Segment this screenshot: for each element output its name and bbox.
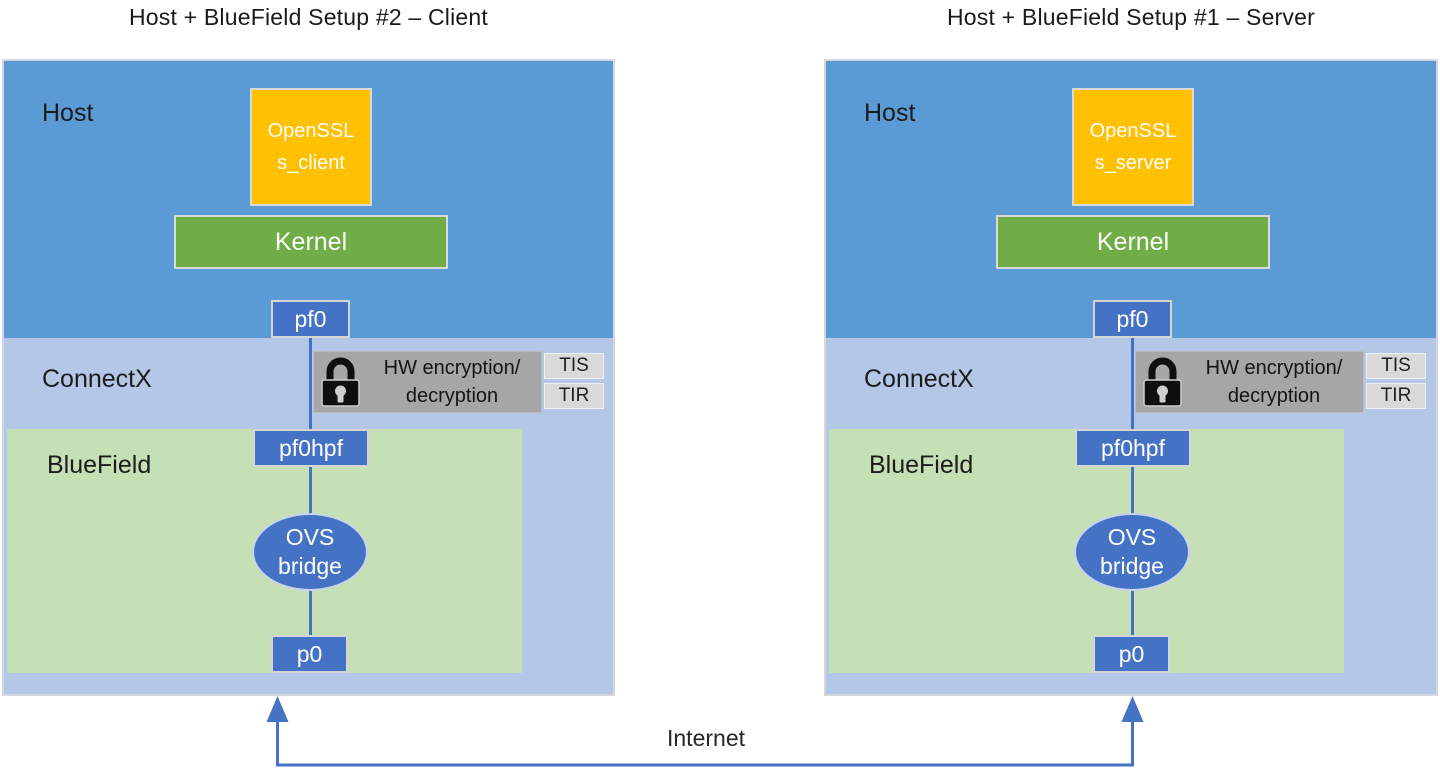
ovs-label-line1: OVS <box>1107 524 1157 550</box>
hw-crypto-line1: HW encryption/ <box>1205 357 1343 379</box>
bluefield-label: BlueField <box>47 451 152 479</box>
tis-label: TIS <box>559 355 589 376</box>
tir-label: TIR <box>558 385 590 406</box>
tir-label: TIR <box>1380 385 1412 406</box>
pf0-node: pf0 <box>271 300 350 338</box>
ovs-label-line2: bridge <box>278 553 342 579</box>
tir-tag: TIR <box>1366 383 1426 409</box>
tis-tag: TIS <box>544 353 604 379</box>
ovs-label-line1: OVS <box>285 524 335 550</box>
pf0hpf-label: pf0hpf <box>279 434 343 461</box>
openssl-box: OpenSSL s_client <box>250 88 372 206</box>
p0-node: p0 <box>1093 635 1170 673</box>
tis-label: TIS <box>1381 355 1411 376</box>
kernel-box: Kernel <box>996 215 1270 269</box>
host-label: Host <box>42 99 94 127</box>
pipeline-line <box>309 338 312 635</box>
ovs-label-line2: bridge <box>1100 553 1164 579</box>
openssl-box: OpenSSL s_server <box>1072 88 1194 206</box>
p0-label: p0 <box>1118 640 1145 667</box>
ovs-bridge-node: OVS bridge <box>252 513 368 591</box>
kernel-box: Kernel <box>174 215 448 269</box>
host-label: Host <box>864 99 916 127</box>
pf0hpf-node: pf0hpf <box>1075 429 1191 467</box>
connectx-label: ConnectX <box>864 365 974 393</box>
connectx-label: ConnectX <box>42 365 152 393</box>
hw-crypto-line2: decryption <box>405 385 499 407</box>
ovs-bridge-node: OVS bridge <box>1074 513 1190 591</box>
openssl-label-line1: OpenSSL <box>1089 120 1177 142</box>
lock-icon <box>321 357 360 407</box>
openssl-label-line1: OpenSSL <box>267 120 355 142</box>
openssl-label-line2: s_client <box>277 152 345 174</box>
pf0-label: pf0 <box>294 305 327 332</box>
openssl-label-line2: s_server <box>1094 152 1172 174</box>
setup-title-server: Host + BlueField Setup #1 – Server <box>947 4 1315 30</box>
hw-crypto-line2: decryption <box>1227 385 1321 407</box>
hw-crypto-text: HW encryption/ decryption <box>363 354 541 410</box>
pf0hpf-label: pf0hpf <box>1101 434 1165 461</box>
setup-box-server: Host ConnectX BlueField OpenSSL s_server… <box>824 59 1438 696</box>
tis-tag: TIS <box>1366 353 1426 379</box>
hw-crypto-box: HW encryption/ decryption <box>313 351 542 413</box>
p0-node: p0 <box>271 635 348 673</box>
up-arrow-icon <box>266 696 289 722</box>
setup-title-client: Host + BlueField Setup #2 – Client <box>128 4 489 30</box>
hw-crypto-line1: HW encryption/ <box>383 357 521 379</box>
lock-icon <box>1143 357 1182 407</box>
bluefield-label: BlueField <box>869 451 974 479</box>
pf0-node: pf0 <box>1093 300 1172 338</box>
setup-box-client: Host ConnectX BlueField OpenSSL s_client… <box>2 59 615 696</box>
hw-crypto-text: HW encryption/ decryption <box>1185 354 1363 410</box>
internet-label: Internet <box>667 725 745 751</box>
hw-crypto-box: HW encryption/ decryption <box>1135 351 1364 413</box>
p0-label: p0 <box>296 640 323 667</box>
up-arrow-icon <box>1121 696 1144 722</box>
pipeline-line <box>1131 338 1134 635</box>
kernel-label: Kernel <box>274 227 348 256</box>
tir-tag: TIR <box>544 383 604 409</box>
pf0-label: pf0 <box>1116 305 1149 332</box>
pf0hpf-node: pf0hpf <box>253 429 369 467</box>
kernel-label: Kernel <box>1096 227 1170 256</box>
